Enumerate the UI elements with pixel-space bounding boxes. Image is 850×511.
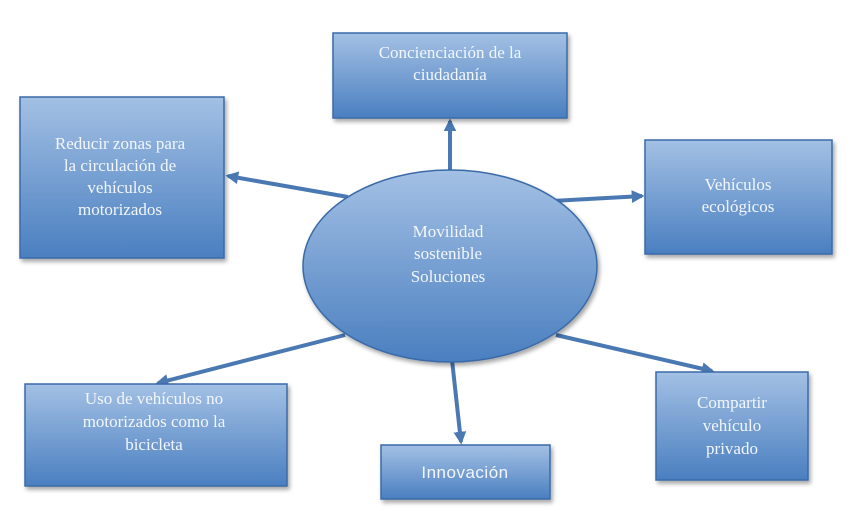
arrow-to-reducir-zonas	[225, 171, 349, 199]
arrow-to-compartir	[555, 333, 715, 375]
svg-text:Innovación: Innovación	[421, 463, 508, 482]
arrow-to-innovacion	[450, 359, 467, 445]
arrow-to-no-motorizados	[155, 333, 346, 387]
node-innovacion: Innovación	[380, 444, 551, 500]
arrow-to-vehiculos-ecologicos	[551, 190, 645, 203]
